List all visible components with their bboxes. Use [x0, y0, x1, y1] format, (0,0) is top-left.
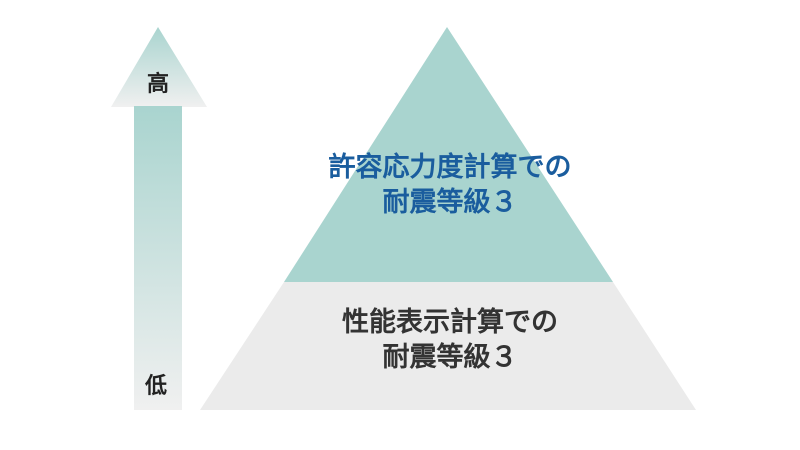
top-tier-line2: 耐震等級３ — [382, 187, 518, 219]
axis-high-label: 高 — [146, 72, 169, 97]
bottom-tier-label: 性能表示計算での 耐震等級３ — [280, 305, 620, 375]
vertical-arrow — [111, 27, 207, 410]
arrow-head — [111, 27, 207, 107]
pyramid-top-tier — [284, 27, 613, 282]
bottom-tier-line2: 耐震等級３ — [382, 342, 518, 374]
pyramid — [200, 27, 696, 410]
bottom-tier-line1: 性能表示計算での — [342, 307, 558, 338]
top-tier-line1: 許容応力度計算での — [328, 152, 572, 183]
axis-low-label: 低 — [144, 374, 167, 399]
top-tier-label: 許容応力度計算での 耐震等級３ — [300, 150, 600, 220]
arrow-shaft — [134, 106, 182, 410]
pyramid-bottom-tier — [200, 282, 696, 410]
